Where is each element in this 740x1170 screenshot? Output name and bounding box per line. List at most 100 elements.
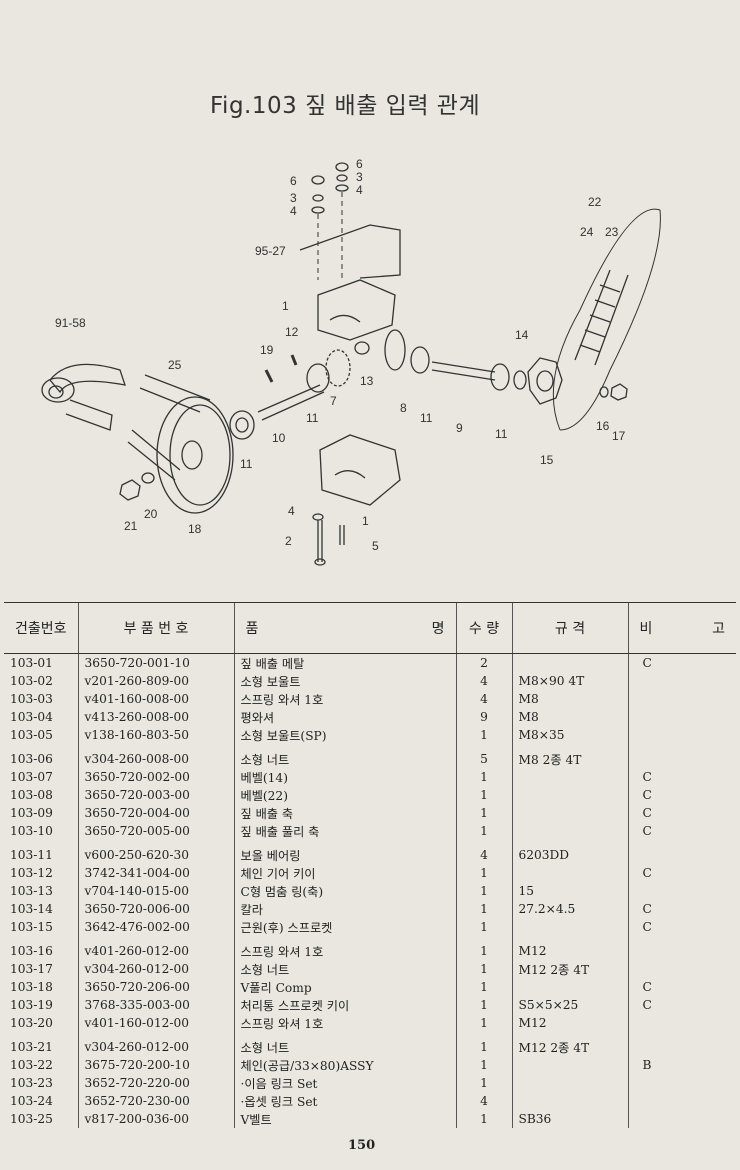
quantity-cell: 1 [455, 864, 512, 882]
spec-cell: 27.2×4.5 [511, 900, 628, 918]
part-name-cell: 처리통 스프로켓 키이 [233, 996, 456, 1014]
ref-no-cell: 103-20 [10, 1016, 53, 1030]
ref-no-cell: 103-09 [10, 806, 53, 820]
part-name-cell: 짚 배출 풀리 축 [233, 822, 456, 840]
spec-cell: M8×35 [511, 726, 628, 744]
callout-label: 25 [168, 358, 182, 372]
callout-label: 10 [272, 431, 286, 445]
ref-no-cell: 103-06 [10, 752, 53, 766]
figure-title: Fig.103 짚 배출 입력 관계 [210, 93, 481, 119]
quantity-cell: 1 [455, 1056, 512, 1074]
spec-cell [511, 804, 628, 822]
remarks-cell: C [627, 822, 736, 840]
part-no-cell: v304-260-012-00 [77, 960, 234, 978]
callout-label: 91-58 [55, 316, 86, 330]
quantity-cell: 1 [455, 1014, 512, 1032]
quantity-cell: 4 [455, 1092, 512, 1110]
remarks-cell [627, 1032, 736, 1056]
callout-label: 2 [285, 534, 292, 548]
quantity-cell: 1 [455, 1110, 512, 1128]
header-remarks-left: 비 [639, 621, 653, 637]
v-belt-part [49, 363, 126, 394]
quantity-cell: 4 [455, 672, 512, 690]
callout-label: 8 [400, 401, 407, 415]
part-name-cell: 소형 너트 [233, 744, 456, 768]
callout-label: 3 [290, 191, 297, 205]
quantity-cell: 1 [455, 726, 512, 744]
spec-cell: M8 [511, 708, 628, 726]
part-no-cell: 3650-720-006-00 [77, 900, 234, 918]
quantity-cell: 4 [455, 840, 512, 864]
callout-label: 16 [596, 419, 610, 433]
part-no-cell: v401-160-008-00 [77, 690, 234, 708]
part-no-cell: 3650-720-005-00 [77, 822, 234, 840]
ref-no-cell: 103-13 [10, 884, 53, 898]
remarks-cell [627, 1092, 736, 1110]
quantity-cell: 1 [455, 882, 512, 900]
part-no-cell: v304-260-008-00 [77, 744, 234, 768]
callout-label: 1 [362, 514, 369, 528]
parts-drawing: 6 3 4 6 3 4 95-27 22 24 23 1 91-58 12 19… [41, 157, 661, 566]
part-no-cell: v704-140-015-00 [77, 882, 234, 900]
part-no-cell: v304-260-012-00 [77, 1032, 234, 1056]
callout-label: 17 [612, 429, 626, 443]
remarks-cell: B [627, 1056, 736, 1074]
quantity-cell: 1 [455, 822, 512, 840]
spec-cell: 15 [511, 882, 628, 900]
remarks-cell [627, 960, 736, 978]
spec-cell: M8 2종 4T [511, 744, 628, 768]
part-name-cell: 짚 배출 메탈 [233, 653, 456, 672]
quantity-cell: 1 [455, 936, 512, 960]
callout-label: 11 [240, 457, 253, 471]
spec-cell: M12 2종 4T [511, 960, 628, 978]
part-name-cell: 근원(후) 스프로켓 [233, 918, 456, 936]
part-name-cell: 베벨(14) [233, 768, 456, 786]
ref-no-cell: 103-04 [10, 710, 53, 724]
remarks-cell [627, 744, 736, 768]
callout-label: 7 [330, 394, 337, 408]
quantity-cell: 5 [455, 744, 512, 768]
callout-label: 19 [260, 343, 274, 357]
ref-no-cell: 103-01 [10, 656, 53, 670]
callout-label: 9 [456, 421, 463, 435]
header-remarks-right: 고 [712, 621, 725, 637]
exploded-parts-diagram: 6 3 4 6 3 4 95-27 22 24 23 1 91-58 12 19… [0, 130, 740, 590]
part-name-cell: 소형 너트 [233, 960, 456, 978]
remarks-cell: C [627, 864, 736, 882]
callout-label: 3 [356, 170, 363, 184]
spec-cell [511, 918, 628, 936]
spec-cell: SB36 [511, 1110, 628, 1128]
spec-cell: S5×5×25 [511, 996, 628, 1014]
remarks-cell [627, 672, 736, 690]
callout-label: 11 [420, 411, 433, 425]
part-name-cell: 체인 기어 키이 [233, 864, 456, 882]
remarks-cell: C [627, 786, 736, 804]
remarks-cell: C [627, 978, 736, 996]
spec-cell [511, 1056, 628, 1074]
callout-label: 18 [188, 522, 202, 536]
quantity-cell: 1 [455, 1074, 512, 1092]
part-no-cell: v413-260-008-00 [77, 708, 234, 726]
callout-label: 11 [306, 411, 319, 425]
spec-cell: 6203DD [511, 840, 628, 864]
part-no-cell: v401-260-012-00 [77, 936, 234, 960]
quantity-cell: 1 [455, 1032, 512, 1056]
remarks-cell [627, 708, 736, 726]
ref-no-cell: 103-25 [10, 1112, 53, 1126]
